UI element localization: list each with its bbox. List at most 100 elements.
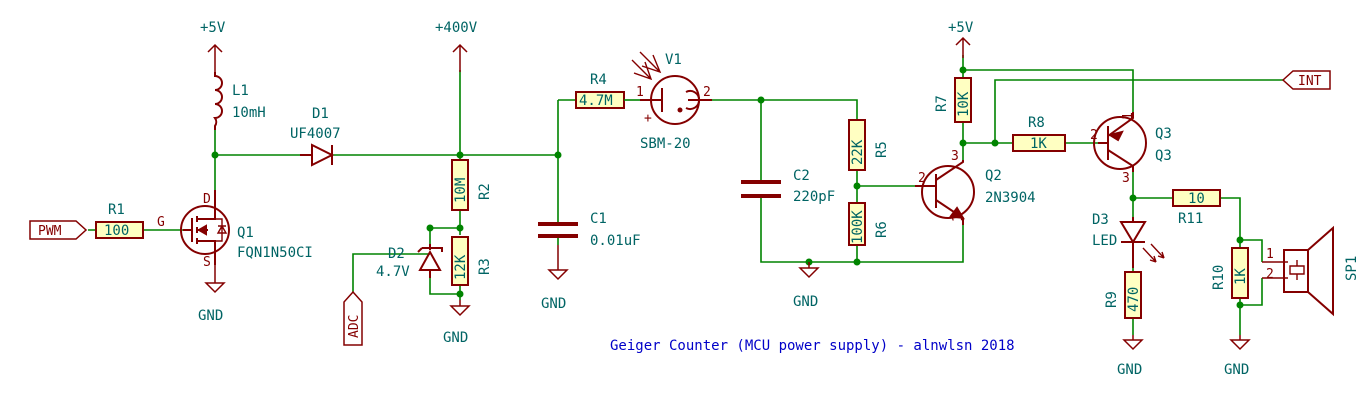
svg-text:R5: R5 (874, 141, 890, 158)
capacitor-c2: C2 220pF (741, 168, 835, 208)
svg-text:D1: D1 (312, 106, 329, 122)
svg-text:1: 1 (951, 214, 966, 222)
svg-text:C2: C2 (793, 168, 810, 184)
svg-text:+: + (644, 111, 652, 126)
svg-text:10: 10 (1188, 191, 1205, 207)
svg-text:G: G (157, 215, 165, 230)
svg-text:PWM: PWM (38, 224, 62, 239)
svg-text:D: D (203, 192, 211, 207)
svg-text:R9: R9 (1104, 291, 1120, 308)
svg-text:L1: L1 (232, 83, 249, 99)
resistor-r5: 22K R5 (848, 119, 890, 171)
svg-text:Q3: Q3 (1155, 126, 1172, 142)
svg-text:GND: GND (1117, 362, 1142, 378)
svg-text:LED: LED (1092, 233, 1117, 249)
svg-text:+5V: +5V (948, 20, 974, 36)
resistor-r10: 1K R10 (1211, 247, 1249, 299)
pnp-transistor-q3: 2 1 3 Q3 Q3 (1090, 112, 1172, 186)
svg-text:100: 100 (104, 223, 129, 239)
svg-text:R11: R11 (1178, 211, 1203, 227)
ground-q1: GND (198, 265, 226, 324)
svg-text:R7: R7 (934, 95, 950, 112)
svg-text:2: 2 (703, 85, 711, 100)
npn-transistor-q2: 2 3 1 Q2 2N3904 (915, 149, 1036, 225)
svg-text:+5V: +5V (200, 20, 226, 36)
resistor-r11: 10 R11 (1172, 189, 1221, 227)
ground-r3: GND (443, 300, 471, 346)
resistor-r6: 100K R6 (848, 202, 890, 246)
svg-text:2: 2 (1090, 128, 1098, 143)
svg-text:2: 2 (918, 171, 926, 186)
resistor-r7: 10K R7 (934, 77, 972, 123)
svg-text:1K: 1K (1233, 268, 1249, 285)
speaker-sp1: 1 2 SP1 (1262, 225, 1360, 317)
svg-text:GND: GND (541, 296, 566, 312)
resistor-r8: R8 1K (1012, 115, 1066, 152)
schematic-title-note: Geiger Counter (MCU power supply) - alnw… (610, 338, 1015, 354)
svg-text:GND: GND (198, 308, 223, 324)
geiger-tube-v1: 1 2 + V1 SBM-20 (631, 51, 712, 152)
svg-text:GND: GND (793, 294, 818, 310)
mosfet-q1: G D S Q1 FQN1N50CI (157, 190, 313, 270)
svg-text:S: S (203, 255, 211, 270)
junction-dots (211, 66, 1244, 309)
capacitor-c1: C1 0.01uF (538, 205, 641, 249)
svg-text:0.01uF: 0.01uF (590, 233, 641, 249)
svg-text:SP1: SP1 (1344, 256, 1360, 281)
svg-text:1: 1 (1266, 247, 1274, 262)
svg-text:3: 3 (1122, 171, 1130, 186)
svg-text:UF4007: UF4007 (290, 126, 341, 142)
svg-text:FQN1N50CI: FQN1N50CI (237, 245, 313, 261)
svg-text:GND: GND (443, 330, 468, 346)
svg-text:2N3904: 2N3904 (985, 190, 1036, 206)
svg-text:R10: R10 (1211, 265, 1227, 290)
svg-text:C1: C1 (590, 211, 607, 227)
svg-text:R2: R2 (477, 183, 493, 200)
svg-text:2: 2 (1266, 267, 1274, 282)
svg-text:12K: 12K (453, 254, 469, 280)
resistor-r3: 12K R3 (451, 236, 493, 286)
led-d3: D3 LED (1092, 212, 1165, 268)
ground-d3: GND (1117, 335, 1144, 378)
resistor-r9: 470 R9 (1104, 271, 1142, 319)
svg-text:220pF: 220pF (793, 189, 835, 205)
svg-text:10mH: 10mH (232, 105, 266, 121)
resistor-r4: R4 4.7M (575, 72, 640, 109)
svg-text:Q1: Q1 (237, 225, 254, 241)
svg-text:3: 3 (951, 149, 959, 164)
svg-text:100K: 100K (850, 210, 866, 244)
svg-text:4.7M: 4.7M (579, 93, 613, 109)
power-plus5v-l1: +5V (200, 20, 226, 72)
ground-c2: GND (793, 262, 820, 310)
power-plus5v-q2: +5V (948, 20, 974, 58)
diode-d1: D1 UF4007 (290, 106, 341, 167)
svg-text:10M: 10M (453, 178, 469, 203)
svg-text:SBM-20: SBM-20 (640, 136, 691, 152)
svg-text:10K: 10K (956, 91, 972, 117)
svg-text:1: 1 (1121, 112, 1136, 120)
resistor-r2: 10M R2 (451, 159, 493, 211)
label-adc: ADC (343, 290, 363, 346)
svg-text:R6: R6 (874, 221, 890, 238)
inductor-l1: L1 10mH (213, 72, 266, 130)
svg-text:ADC: ADC (347, 315, 362, 338)
svg-text:1: 1 (636, 85, 644, 100)
svg-text:R8: R8 (1028, 115, 1045, 131)
power-plus400v: +400V (435, 20, 478, 72)
svg-text:+400V: +400V (435, 20, 478, 36)
svg-text:INT: INT (1298, 74, 1322, 89)
zener-d2: D2 4.7V (376, 244, 443, 280)
ground-sp1: GND (1224, 335, 1251, 378)
label-pwm: PWM (29, 220, 88, 240)
svg-text:1K: 1K (1030, 136, 1047, 152)
svg-text:Q3: Q3 (1155, 148, 1172, 164)
svg-text:470: 470 (1126, 287, 1142, 312)
svg-text:4.7V: 4.7V (376, 264, 410, 280)
label-int: INT (1281, 70, 1331, 90)
svg-text:V1: V1 (665, 52, 682, 68)
svg-text:D3: D3 (1092, 212, 1109, 228)
svg-text:R4: R4 (590, 72, 607, 88)
svg-text:R1: R1 (108, 202, 125, 218)
